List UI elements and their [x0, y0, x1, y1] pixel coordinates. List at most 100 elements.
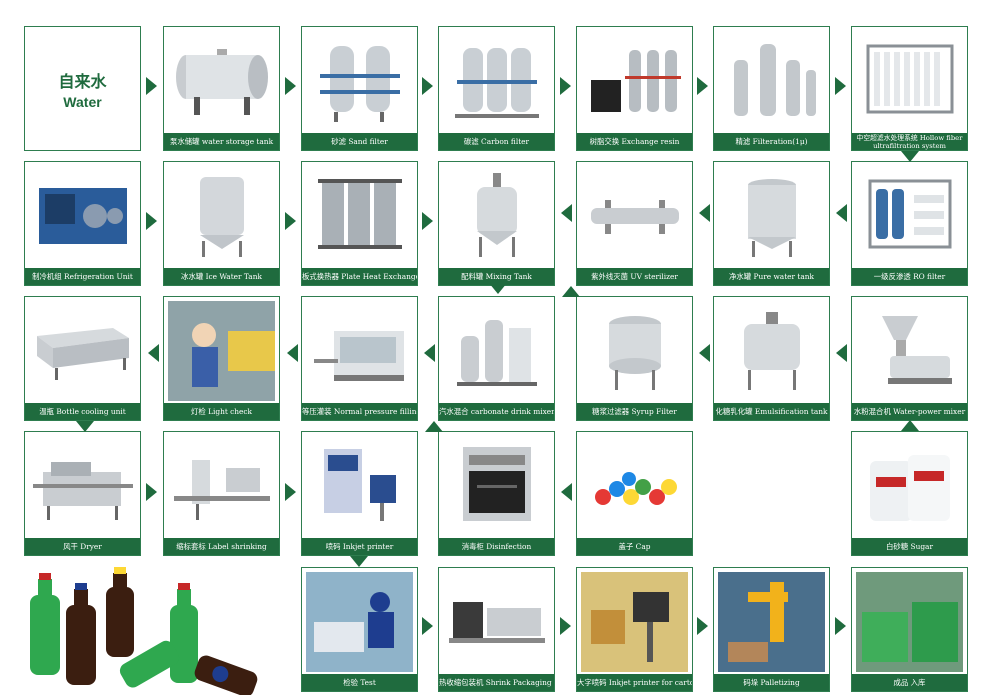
card-inkjet-printer: 喷码 Inkjet printer	[301, 431, 418, 556]
resin-exchange-icon	[581, 31, 688, 131]
card-sand-filter: 砂滤 Sand filter	[301, 26, 418, 151]
arrow-right	[422, 212, 433, 230]
caption: 成品 入库	[852, 674, 967, 691]
card-syrup-filter: 糖浆过滤器 Syrup Filter	[576, 296, 693, 421]
card-sugar: 白砂糖 Sugar	[851, 431, 968, 556]
caption: 紫外线灭菌 UV sterilizer	[577, 268, 692, 285]
arrow-right	[835, 77, 846, 95]
card-normal-pressure-filling: 等压灌装 Normal pressure filling	[301, 296, 418, 421]
card-mixing-tank: 配料罐 Mixing Tank	[438, 161, 555, 286]
card-water-powder-mixer: 水粉混合机 Water-power mixer	[851, 296, 968, 421]
arrow-up	[901, 420, 919, 431]
card-carbonate-mixer: 汽水混合 carbonate drink mixer	[438, 296, 555, 421]
arrow-left	[287, 344, 298, 362]
caption: 制冷机组 Refrigeration Unit	[25, 268, 140, 285]
start-en: Water	[63, 94, 101, 110]
arrow-right	[697, 77, 708, 95]
plate-heat-exchanger-icon	[306, 166, 413, 266]
caption: 砂滤 Sand filter	[302, 133, 417, 150]
disinfection-cabinet-icon	[443, 436, 550, 536]
carbon-filter-icon	[443, 31, 550, 131]
card-ultrafiltration: 中空超滤水处理系统 Hollow fiber ultrafiltration s…	[851, 26, 968, 151]
arrow-down	[901, 151, 919, 162]
ultrafiltration-icon	[856, 31, 963, 131]
caption: 盖子 Cap	[577, 538, 692, 555]
caption: 泵水储罐 water storage tank	[164, 133, 279, 150]
card-carbon-filter: 碳滤 Carbon filter	[438, 26, 555, 151]
mixing-tank-icon	[443, 166, 550, 266]
arrow-down	[489, 283, 507, 294]
card-water-storage-tank: 泵水储罐 water storage tank	[163, 26, 280, 151]
warehouse-icon	[856, 572, 963, 672]
caption: 风干 Dryer	[25, 538, 140, 555]
arrow-left	[561, 483, 572, 501]
arrow-left	[699, 344, 710, 362]
card-exchange-resin: 树脂交换 Exchange resin	[576, 26, 693, 151]
ice-water-tank-icon	[168, 166, 275, 266]
card-bottle-cooling: 温瓶 Bottle cooling unit	[24, 296, 141, 421]
precision-filter-icon	[718, 31, 825, 131]
card-plate-heat-exchanger: 板式换热器 Plate Heat Exchanger	[301, 161, 418, 286]
caption: 净水罐 Pure water tank	[714, 268, 829, 285]
arrow-right	[835, 617, 846, 635]
caption: 中空超滤水处理系统 Hollow fiber ultrafiltration s…	[852, 133, 967, 150]
caption: 灯检 Light check	[164, 403, 279, 420]
caption: 缩标套标 Label shrinking	[164, 538, 279, 555]
card-light-check: 灯检 Light check	[163, 296, 280, 421]
inkjet-printer-icon	[306, 436, 413, 536]
light-check-icon	[168, 301, 275, 401]
card-label-shrinking: 缩标套标 Label shrinking	[163, 431, 280, 556]
arrow-right	[560, 77, 571, 95]
caption: 白砂糖 Sugar	[852, 538, 967, 555]
sand-filter-icon	[306, 31, 413, 131]
inspection-icon	[306, 572, 413, 672]
dryer-icon	[29, 436, 136, 536]
arrow-right	[422, 617, 433, 635]
arrow-right	[146, 212, 157, 230]
caption: 精滤 Filteration(1μ)	[714, 133, 829, 150]
syrup-filter-icon	[581, 301, 688, 401]
card-dryer: 风干 Dryer	[24, 431, 141, 556]
card-disinfection: 消毒柜 Disinfection	[438, 431, 555, 556]
arrow-left	[699, 204, 710, 222]
caption: 板式换热器 Plate Heat Exchanger	[302, 268, 417, 285]
card-uv-sterilizer: 紫外线灭菌 UV sterilizer	[576, 161, 693, 286]
card-pure-water-tank: 净水罐 Pure water tank	[713, 161, 830, 286]
caption: 汽水混合 carbonate drink mixer	[439, 403, 554, 420]
caption: 喷码 Inkjet printer	[302, 538, 417, 555]
filling-machine-icon	[306, 301, 413, 401]
card-cap: 盖子 Cap	[576, 431, 693, 556]
card-precision-filter: 精滤 Filteration(1μ)	[713, 26, 830, 151]
caption: 大字喷码 Inkjet printer for carton	[577, 674, 692, 691]
arrow-right	[285, 483, 296, 501]
card-test: 检验 Test	[301, 567, 418, 692]
ro-filter-icon	[856, 166, 963, 266]
sugar-bags-icon	[856, 436, 963, 536]
card-emulsification-tank: 化糖乳化罐 Emulsification tank	[713, 296, 830, 421]
card-warehouse: 成品 入库	[851, 567, 968, 692]
water-powder-mixer-icon	[856, 301, 963, 401]
caption: 热收缩包装机 Shrink Packaging Machine	[439, 674, 554, 691]
caption: 化糖乳化罐 Emulsification tank	[714, 403, 829, 420]
card-ro-filter: 一级反渗透 RO filter	[851, 161, 968, 286]
caption: 消毒柜 Disinfection	[439, 538, 554, 555]
caption: 糖浆过滤器 Syrup Filter	[577, 403, 692, 420]
caption: 检验 Test	[302, 674, 417, 691]
arrow-up	[425, 421, 443, 432]
bottles-icon	[20, 565, 270, 695]
arrow-left	[561, 204, 572, 222]
arrow-right	[560, 617, 571, 635]
arrow-up	[562, 286, 580, 297]
arrow-left	[424, 344, 435, 362]
caption: 碳滤 Carbon filter	[439, 133, 554, 150]
caption: 水粉混合机 Water-power mixer	[852, 403, 967, 420]
arrow-right	[146, 483, 157, 501]
caption: 树脂交换 Exchange resin	[577, 133, 692, 150]
caption: 码垛 Palletizing	[714, 674, 829, 691]
palletizer-icon	[718, 572, 825, 672]
arrow-down	[76, 421, 94, 432]
refrigeration-unit-icon	[29, 166, 136, 266]
shrink-wrap-icon	[443, 572, 550, 672]
caption: 一级反渗透 RO filter	[852, 268, 967, 285]
card-ice-water-tank: 冰水罐 Ice Water Tank	[163, 161, 280, 286]
